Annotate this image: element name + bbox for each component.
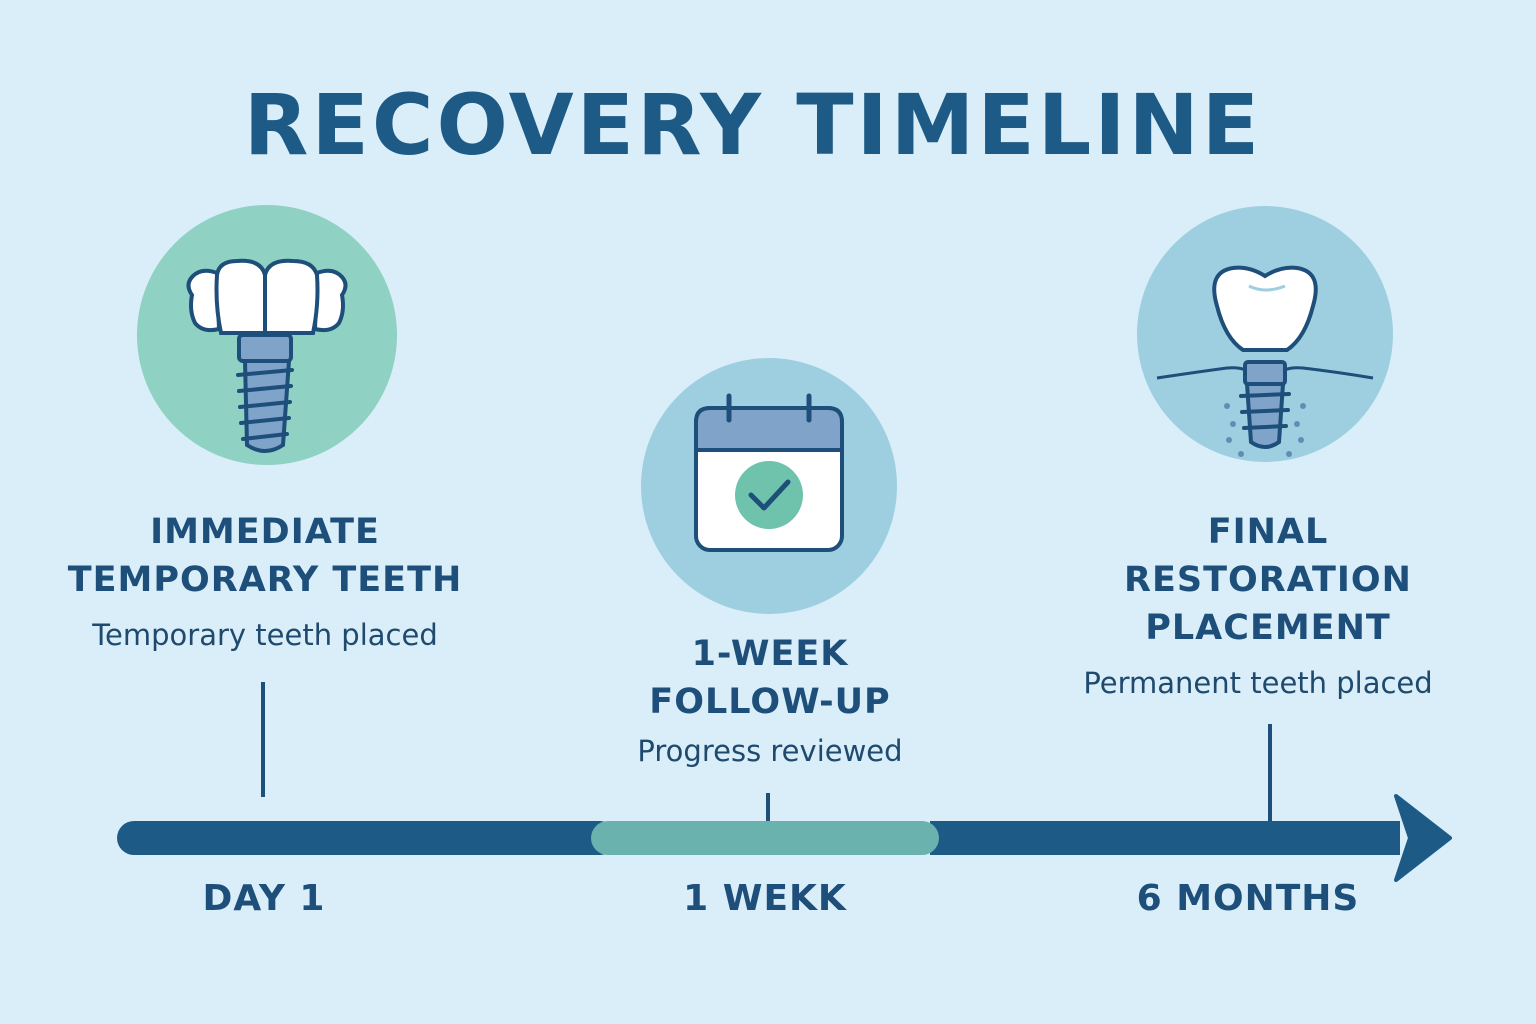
stage-2-heading: 1-WEEK FOLLOW-UP <box>649 634 891 722</box>
axis-label-day-1: DAY 1 <box>202 878 326 919</box>
calendar-check-icon <box>694 393 844 552</box>
stage-1-description: Temporary teeth placed <box>92 618 438 652</box>
stage-3-icon-circle <box>1137 206 1393 462</box>
page-title: RECOVERY TIMELINE <box>243 76 1263 174</box>
stage-1-connector <box>261 682 265 797</box>
axis-label-6-months: 6 MONTHS <box>1136 878 1360 919</box>
stage-2-icon-circle <box>641 358 897 614</box>
axis-label-1-week: 1 WEKK <box>683 878 847 919</box>
arrow-right-icon <box>1394 794 1452 882</box>
stage-1-heading: IMMEDIATE TEMPORARY TEETH <box>67 512 463 600</box>
temporary-teeth-implant-icon <box>186 258 348 453</box>
stage-3-heading: FINAL RESTORATION PLACEMENT <box>1124 512 1412 648</box>
stage-1-icon-circle <box>137 205 397 465</box>
stage-3-description: Permanent teeth placed <box>1083 666 1433 700</box>
stage-3-connector <box>1268 724 1272 822</box>
stage-2-description: Progress reviewed <box>637 734 903 768</box>
crown-implant-icon <box>1156 265 1374 457</box>
stage-2-connector <box>766 793 770 821</box>
